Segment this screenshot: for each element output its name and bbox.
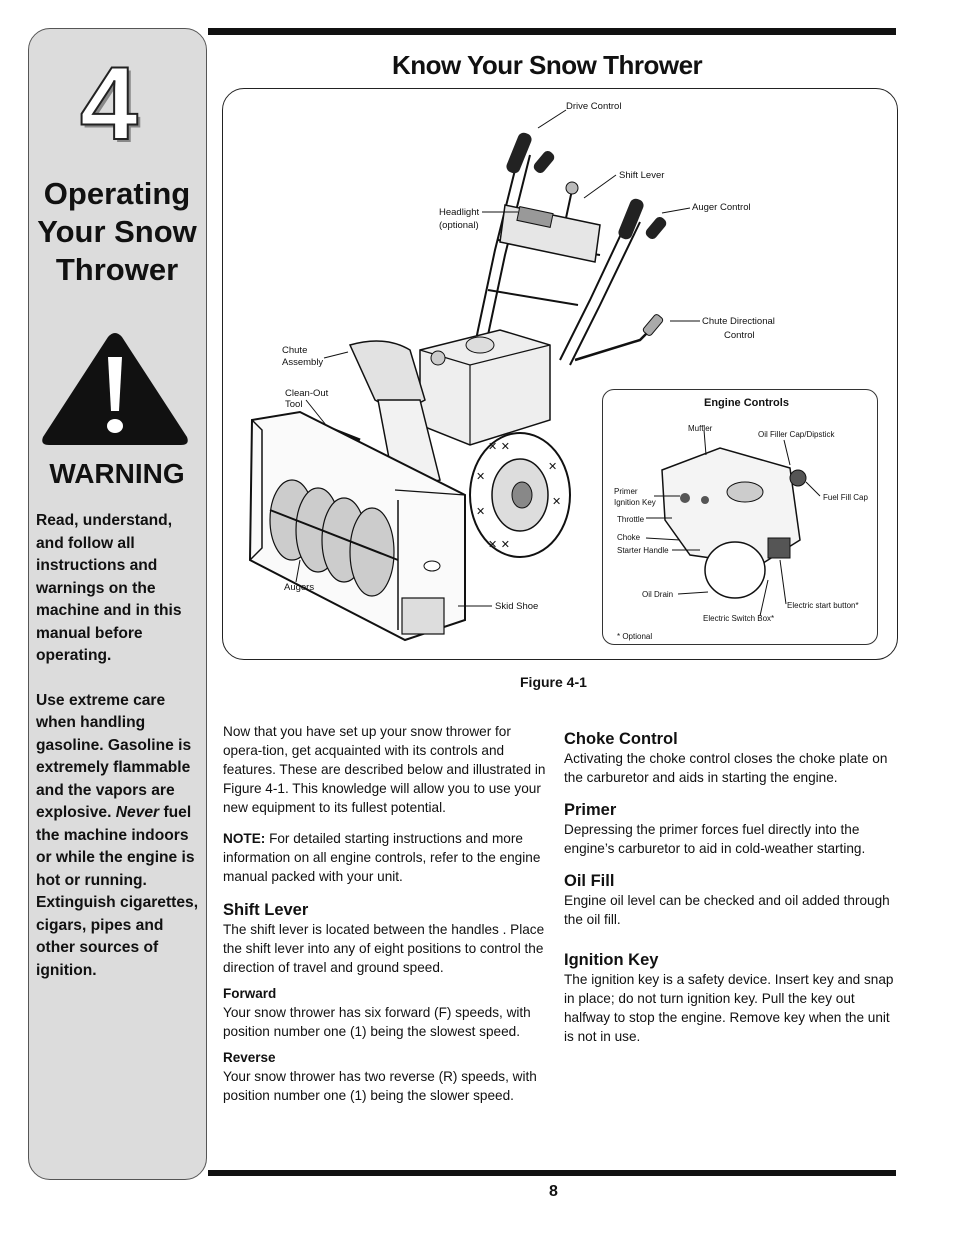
figure-caption: Figure 4-1 <box>520 674 587 690</box>
warning-text-part: Use extreme care when handling gasoline.… <box>36 691 192 822</box>
page-number: 8 <box>549 1183 558 1200</box>
label-electric-start-button: Electric start button* <box>787 601 859 610</box>
label-clean-out-tool: Clean-Out <box>285 388 329 399</box>
bottom-rule <box>208 1170 896 1176</box>
choke-heading: Choke Control <box>564 730 678 748</box>
label-chute-assembly: Chute <box>282 345 308 356</box>
reverse-heading: Reverse <box>223 1050 276 1065</box>
warning-text: Read, understand, and follow all instruc… <box>36 510 204 1004</box>
note-label: NOTE: <box>223 831 266 846</box>
label-oil-drain: Oil Drain <box>642 590 674 599</box>
svg-text:✕ ✕: ✕ ✕ <box>488 538 510 551</box>
label-electric-switch-box: Electric Switch Box* <box>703 614 775 623</box>
label-drive-control: Drive Control <box>566 101 622 112</box>
label-skid-shoe: Skid Shoe <box>495 601 539 612</box>
label-chute-directional-control: Chute Directional <box>702 316 775 327</box>
choke-text: Activating the choke control closes the … <box>564 751 888 785</box>
label-shift-lever: Shift Lever <box>619 170 665 181</box>
primer-heading: Primer <box>564 801 617 819</box>
left-column: Now that you have set up your snow throw… <box>223 722 547 1105</box>
label-clean-out-tool-2: Tool <box>285 399 303 410</box>
label-fuel-fill-cap: Fuel Fill Cap <box>823 493 868 502</box>
intro-paragraph: Now that you have set up your snow throw… <box>223 724 546 815</box>
right-column: Choke Control Activating the choke contr… <box>564 729 898 1046</box>
label-headlight: Headlight <box>439 207 480 218</box>
label-oil-filler: Oil Filler Cap/Dipstick <box>758 430 835 439</box>
note-paragraph: NOTE: For detailed starting instructions… <box>223 829 547 886</box>
snow-thrower-illustration: ✕ ✕ ✕ ✕ ✕ ✕ ✕ ✕ <box>248 109 821 642</box>
forward-heading: Forward <box>223 986 277 1001</box>
warning-triangle-icon <box>42 333 188 445</box>
chapter-title-line-3: Thrower <box>55 252 179 287</box>
label-augers: Augers <box>284 582 315 593</box>
oil-fill-text: Engine oil level can be checked and oil … <box>564 893 890 927</box>
engine-controls-title: Engine Controls <box>704 397 789 409</box>
svg-text:✕: ✕ <box>552 495 561 508</box>
label-chute-assembly-2: Assembly <box>282 357 324 368</box>
label-throttle: Throttle <box>617 515 645 524</box>
label-choke: Choke <box>617 533 641 542</box>
label-starter-handle: Starter Handle <box>617 546 669 555</box>
reverse-text: Your snow thrower has two reverse (R) sp… <box>223 1069 537 1103</box>
forward-text: Your snow thrower has six forward (F) sp… <box>223 1005 531 1039</box>
label-primer: Primer <box>614 487 638 496</box>
label-ignition-key: Ignition Key <box>614 498 656 507</box>
page-title: Know Your Snow Thrower <box>392 50 703 80</box>
label-chute-directional-control-2: Control <box>724 330 755 341</box>
warning-paragraph-1: Read, understand, and follow all instruc… <box>36 512 182 664</box>
label-headlight-optional: (optional) <box>439 220 479 231</box>
label-auger-control: Auger Control <box>692 202 751 213</box>
ignition-key-text: The ignition key is a safety device. Ins… <box>564 972 894 1044</box>
label-optional-note: * Optional <box>617 632 653 641</box>
svg-text:✕ ✕: ✕ ✕ <box>488 440 510 453</box>
svg-text:✕: ✕ <box>476 470 485 483</box>
label-muffler: Muffler <box>688 424 713 433</box>
chapter-title-line-2: Your Snow <box>37 214 197 249</box>
ignition-key-heading: Ignition Key <box>564 951 659 969</box>
warning-paragraph-2: Use extreme care when handling gasoline.… <box>36 690 204 983</box>
warning-emphasis: Never <box>115 804 160 821</box>
primer-text: Depressing the primer forces fuel direct… <box>564 822 866 856</box>
engine-controls-inset <box>602 389 878 645</box>
note-text: For detailed starting instructions and m… <box>223 831 541 884</box>
chapter-title: Operating Your Snow Thrower <box>30 175 204 289</box>
svg-text:✕: ✕ <box>476 505 485 518</box>
chapter-number: 4 <box>79 46 139 162</box>
warning-text-part: fuel the machine indoors or while the en… <box>36 804 199 979</box>
warning-heading: WARNING <box>49 458 185 489</box>
figure-frame <box>222 88 898 660</box>
top-rule <box>208 28 896 35</box>
chapter-title-line-1: Operating <box>43 176 191 211</box>
svg-text:✕: ✕ <box>548 460 557 473</box>
shift-lever-text: The shift lever is located between the h… <box>223 922 545 975</box>
shift-lever-heading: Shift Lever <box>223 901 309 919</box>
oil-fill-heading: Oil Fill <box>564 872 615 890</box>
chapter-sidebar <box>28 28 207 1180</box>
